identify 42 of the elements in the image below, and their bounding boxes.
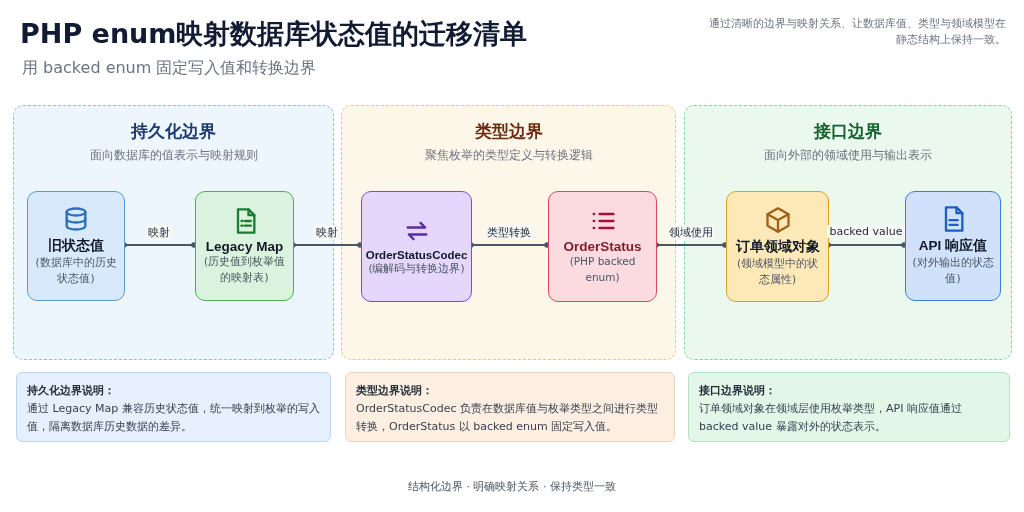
note-body: 订单领域对象在领域层使用枚举类型，API 响应值通过 backed value 暴露对外的状态表示。	[699, 401, 963, 435]
note-box	[345, 372, 675, 442]
header-note: 通过清晰的边界与映射关系、让数据库值、类型与领域模型在静态结构上保持一致。	[708, 16, 1006, 48]
process-box	[726, 191, 829, 302]
note-box	[16, 372, 331, 442]
edge-label: backed value	[827, 225, 905, 238]
caption: 结构化边界 · 明确映射关系 · 保持类型一致	[407, 479, 617, 494]
note-body: 通过 Legacy Map 兼容历史状态值，统一映射到枚举的写入值，隔离数据库历史数据的差异。	[27, 401, 320, 435]
node-title: OrderStatusCodec	[365, 248, 468, 261]
edge-label: 映射	[313, 225, 340, 240]
subtitle: 用 backed enum 固定写入值和转换边界	[22, 58, 317, 79]
node-note: (编解码与转换边界)	[367, 260, 466, 276]
note-box	[688, 372, 1010, 442]
title: PHP enum映射数据库状态值的迁移清单	[20, 17, 528, 51]
node-note: (PHP backed enum)	[568, 254, 637, 285]
node-title: 旧状态值	[48, 237, 104, 256]
node-title: Legacy Map	[205, 238, 284, 254]
note-heading: 持久化边界说明：	[27, 383, 116, 398]
process-box	[195, 191, 294, 301]
node-note: (对外输出的状态值)	[911, 255, 995, 286]
node-note: (领域模型中的状态属性)	[735, 255, 820, 287]
note-heading: 类型边界说明：	[356, 383, 434, 398]
panel-subtitle: 面向外部的领域使用与输出表示	[763, 147, 933, 164]
panel-subtitle: 聚焦枚举的类型定义与转换逻辑	[423, 147, 594, 164]
panel-heading: 持久化边界	[129, 120, 217, 143]
node-title: OrderStatus	[563, 239, 642, 255]
note-body: OrderStatusCodec 负责在数据库值与枚举类型之间进行类型转换，OrderStatus 以 backed enum 固定写入值。	[356, 401, 660, 435]
process-box	[548, 191, 657, 302]
node-note: (历史值到枚举值的映射表)	[202, 254, 287, 285]
edge-label: 映射	[146, 225, 172, 240]
panel-subtitle: 面向数据库的值表示与映射规则	[88, 147, 259, 164]
process-box	[27, 191, 125, 301]
note-heading: 接口边界说明：	[699, 383, 777, 398]
edge-label: 领域使用	[666, 225, 715, 240]
node-title: 订单领域对象	[735, 237, 820, 256]
edge-label: 类型转换	[485, 225, 533, 240]
panel-heading: 类型边界	[473, 120, 544, 143]
node-title: API 响应值	[918, 237, 988, 256]
node-note: (数据库中的历史状态值)	[34, 255, 118, 286]
process-box	[905, 191, 1001, 301]
panel-heading: 接口边界	[812, 120, 883, 143]
process-box	[361, 191, 472, 302]
